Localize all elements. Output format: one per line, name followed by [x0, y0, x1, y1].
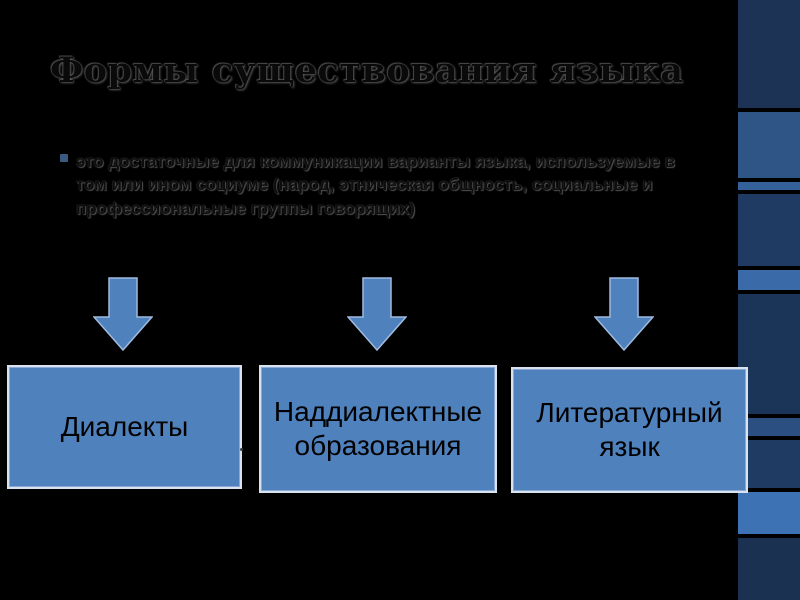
down-arrow-icon	[347, 277, 407, 351]
side-block	[738, 270, 800, 290]
side-block	[738, 492, 800, 534]
side-block	[738, 538, 800, 600]
category-label: Диалекты	[60, 410, 189, 442]
definition-text: это достаточные для коммуникации вариант…	[76, 152, 675, 218]
side-block	[738, 194, 800, 266]
category-box-supradialect: Наддиалектные образования	[259, 365, 497, 493]
side-block	[738, 112, 800, 178]
side-block	[738, 0, 800, 108]
category-label: Литературный язык	[536, 396, 723, 462]
side-block	[738, 294, 800, 414]
definition-bullet: это достаточные для коммуникации вариант…	[60, 150, 700, 220]
side-block	[738, 182, 800, 190]
bullet-icon	[60, 154, 68, 162]
down-arrow-icon	[93, 277, 153, 351]
stray-dot	[240, 448, 243, 451]
side-block	[738, 440, 800, 488]
category-label: Наддиалектные образования	[273, 395, 483, 461]
side-block	[738, 418, 800, 436]
down-arrow-icon	[594, 277, 654, 351]
category-box-literary: Литературный язык	[511, 367, 748, 493]
category-box-dialects: Диалекты	[7, 365, 242, 489]
slide-title: Формы существования языка	[50, 50, 684, 91]
